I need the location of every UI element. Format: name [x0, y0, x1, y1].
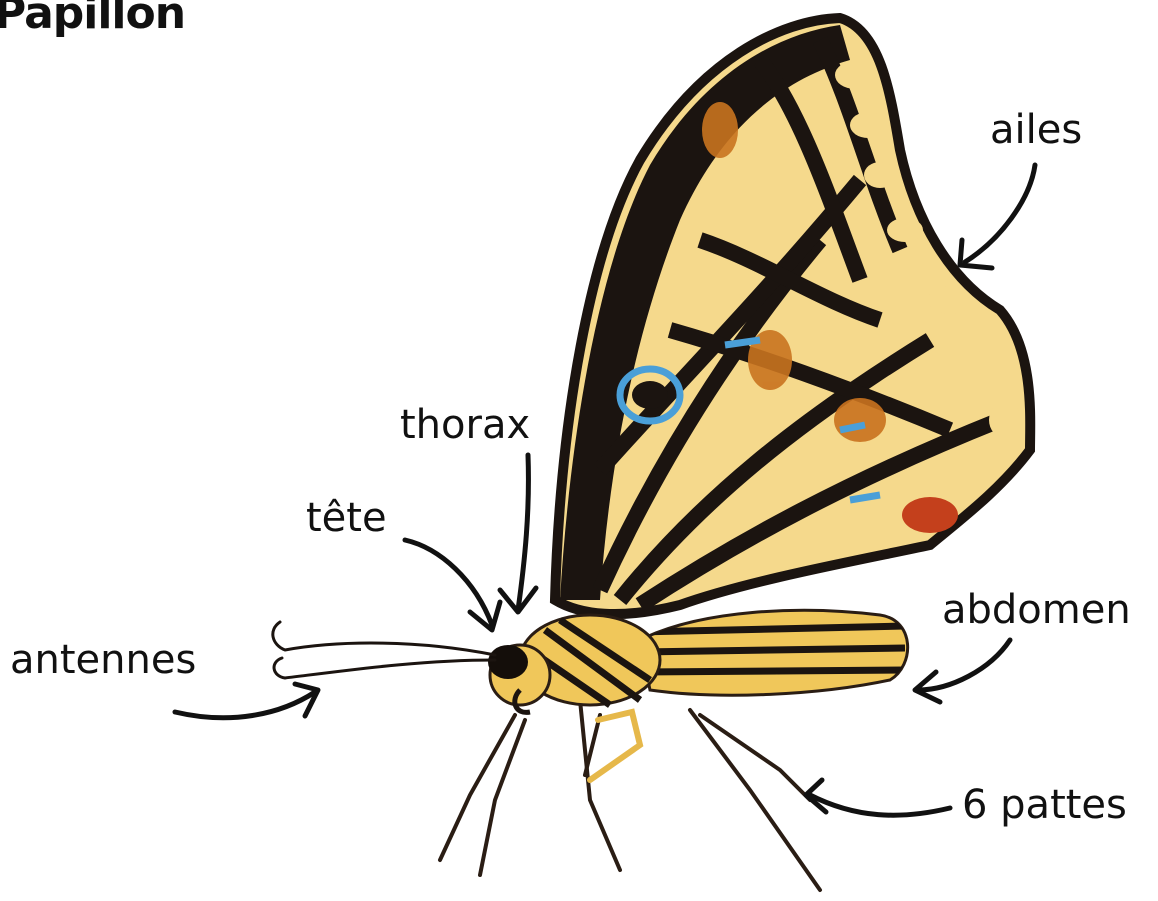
diagram-title: Papillon: [0, 0, 185, 39]
arrow-pattes: [806, 780, 950, 815]
abdomen: [640, 610, 908, 695]
leg-2: [480, 720, 525, 875]
label-thorax: thorax: [400, 405, 530, 445]
label-antennes: antennes: [10, 640, 196, 680]
label-tete: tête: [306, 498, 387, 538]
leg-1: [440, 715, 515, 860]
antennae: [273, 622, 495, 678]
arrow-ailes: [960, 165, 1035, 268]
arrow-thorax: [500, 455, 536, 612]
arrow-abdomen: [915, 640, 1010, 702]
label-abdomen: abdomen: [942, 590, 1131, 630]
legs: [440, 700, 820, 890]
leg-4: [585, 715, 600, 775]
label-pattes: 6 pattes: [962, 785, 1127, 825]
wings: [555, 18, 1030, 614]
arrow-tete: [405, 540, 500, 630]
leg-3: [580, 700, 620, 870]
label-ailes: ailes: [990, 110, 1082, 150]
arrow-antennes: [175, 684, 318, 718]
leg-5: [690, 710, 820, 890]
head: [488, 645, 550, 712]
leg-6: [700, 715, 810, 800]
